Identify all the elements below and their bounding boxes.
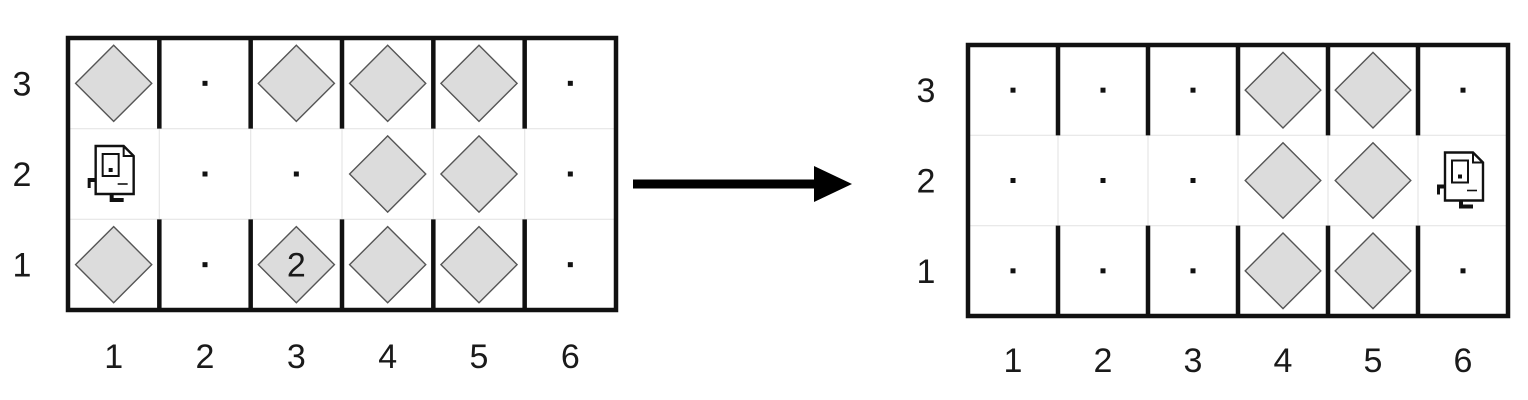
empty-corner-dot xyxy=(1190,178,1196,183)
robot-icon xyxy=(87,144,135,202)
robot-eye xyxy=(108,168,113,172)
empty-corner-dot xyxy=(293,171,299,177)
beeper xyxy=(1334,51,1412,129)
empty-corner-dot xyxy=(1190,268,1196,274)
empty-corner-dot xyxy=(202,80,208,86)
row-label: 3 xyxy=(13,65,32,103)
empty-corner-dot xyxy=(567,262,573,268)
robot-icon xyxy=(1437,151,1485,209)
robot-fold xyxy=(1472,152,1483,164)
row-label: 3 xyxy=(917,72,936,110)
robot-arm xyxy=(1437,184,1445,195)
empty-corner-dot xyxy=(567,80,573,86)
column-label: 5 xyxy=(1364,342,1383,380)
beeper xyxy=(439,225,519,304)
robot-screen xyxy=(101,153,120,177)
empty-corner-dot xyxy=(1460,87,1466,93)
world-border xyxy=(65,35,619,313)
right-arrow-icon xyxy=(633,166,852,202)
empty-corner-dot xyxy=(1100,268,1106,274)
beeper xyxy=(439,44,519,123)
beeper xyxy=(348,225,427,304)
column-label: 4 xyxy=(378,338,397,376)
row-label: 1 xyxy=(13,247,32,285)
beeper xyxy=(348,44,427,123)
robot-screen xyxy=(1451,159,1469,184)
arrow-head xyxy=(814,166,852,202)
column-label: 4 xyxy=(1274,342,1293,380)
empty-corner-dot xyxy=(1100,87,1106,93)
robot-arm xyxy=(87,178,96,188)
empty-corner-dot xyxy=(202,171,208,177)
world-before: 2 3 2 1 1 2 3 4 5 6 xyxy=(13,35,619,376)
beeper xyxy=(439,134,519,214)
world-after: 3 2 1 1 2 3 4 5 6 xyxy=(917,42,1511,380)
beeper xyxy=(1334,232,1412,310)
column-label: 3 xyxy=(287,338,306,376)
robot-foot xyxy=(1459,200,1473,209)
beeper xyxy=(257,225,336,304)
beeper xyxy=(1334,141,1412,220)
column-label: 6 xyxy=(1454,342,1473,380)
row-label: 2 xyxy=(13,156,32,194)
empty-corner-dot xyxy=(1010,87,1016,93)
column-label: 2 xyxy=(1094,342,1113,380)
beeper xyxy=(348,134,427,214)
empty-corner-dot xyxy=(1460,268,1466,274)
beeper xyxy=(257,44,336,123)
empty-corner-dot xyxy=(1190,87,1196,93)
world-border xyxy=(965,42,1511,319)
column-label: 5 xyxy=(470,338,489,376)
empty-corner-dot xyxy=(1010,268,1016,274)
beeper xyxy=(74,44,153,123)
empty-corner-dot xyxy=(1010,178,1016,183)
column-label: 1 xyxy=(1004,342,1023,380)
column-label: 6 xyxy=(561,338,580,376)
empty-corner-dot xyxy=(567,171,573,177)
column-label: 3 xyxy=(1184,342,1203,380)
row-label: 1 xyxy=(917,253,936,291)
beeper xyxy=(1244,51,1322,129)
beeper xyxy=(74,225,153,304)
empty-corner-dot xyxy=(202,262,208,268)
beeper xyxy=(1244,141,1322,220)
beeper xyxy=(1244,232,1322,310)
robot-fold xyxy=(122,146,134,157)
robot-eye xyxy=(1458,174,1462,179)
column-label: 2 xyxy=(196,338,215,376)
row-label: 2 xyxy=(917,163,936,201)
beeper-count: 2 xyxy=(287,247,306,285)
robot-foot xyxy=(109,194,124,202)
column-label: 1 xyxy=(104,338,123,376)
empty-corner-dot xyxy=(1100,178,1106,183)
